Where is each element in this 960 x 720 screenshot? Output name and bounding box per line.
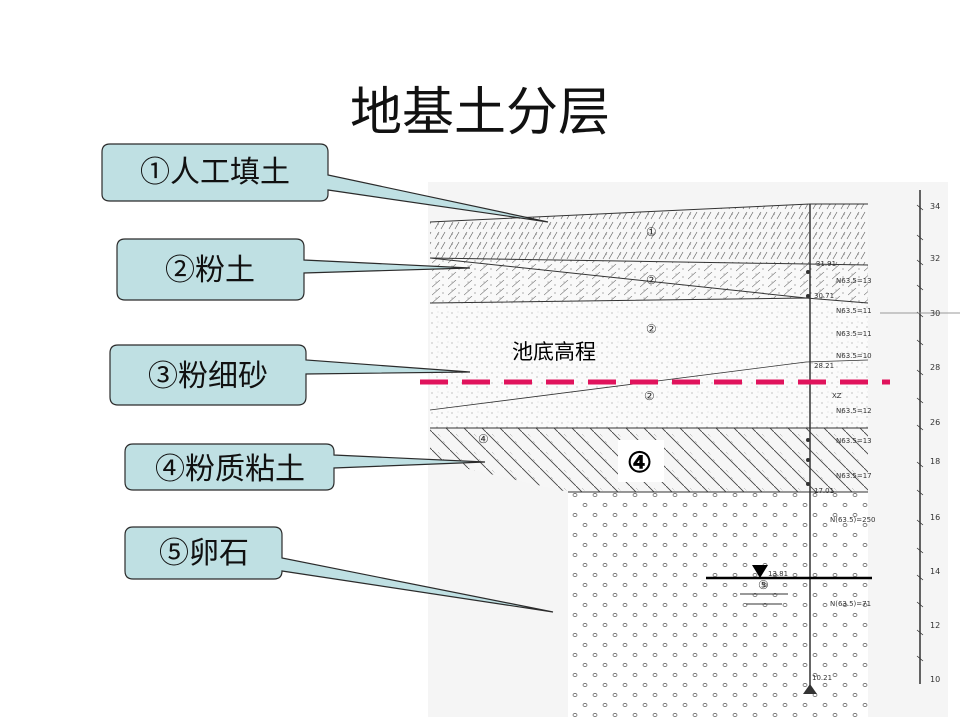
layer-marker: ①: [646, 225, 657, 239]
callout-3: ③粉细砂: [109, 344, 471, 406]
scale-tick-label: 34: [930, 202, 940, 211]
scale-tick-label: 26: [930, 418, 940, 427]
layer-marker: ④: [478, 432, 489, 446]
layer-marker: ②: [646, 322, 657, 336]
scale-ticks-marks: [916, 204, 924, 662]
spt-label: N63.5=13: [836, 277, 872, 285]
scale-tick-label: 14: [930, 567, 940, 576]
elev-label: 28.21: [814, 362, 834, 370]
spt-label: N(63.5)=71: [830, 600, 871, 608]
elev-label: 17.01: [814, 487, 834, 495]
callout-4: ④粉质粘土: [124, 443, 486, 491]
scale-tick-label: 32: [930, 254, 940, 263]
layer-marker: ②: [644, 389, 655, 403]
spt-label: N63.5=11: [836, 330, 872, 338]
callout-2: ②粉土: [116, 238, 471, 301]
pool-bottom-label: 池底高程: [512, 340, 596, 364]
spt-label: N63.5=12: [836, 407, 872, 415]
spt-label: N63.5=11: [836, 307, 872, 315]
layer-4-marker: ④: [627, 446, 652, 479]
callout-4-label: ④粉质粘土: [155, 452, 305, 487]
callout-5-label: ⑤卵石: [159, 536, 249, 571]
scale-tick-label: 16: [930, 513, 940, 522]
callout-3-label: ③粉细砂: [148, 359, 268, 394]
layer-marker: ②: [646, 273, 657, 287]
spt-label: XZ: [832, 392, 842, 400]
layer-fine-sand: [430, 298, 868, 428]
borehole-base-icon: [803, 684, 817, 694]
layer-4-label-box: [618, 440, 664, 482]
callout-2-label: ②粉土: [165, 253, 255, 288]
callout-1: ①人工填土: [101, 143, 549, 223]
elev-label: 13.81: [768, 570, 788, 578]
spt-label: N(63.5)=250: [830, 516, 876, 524]
layer-marker: ⑤: [758, 578, 769, 592]
scale-tick-label: 28: [930, 363, 940, 372]
spt-label: N63.5=13: [836, 437, 872, 445]
layer-boundaries: [429, 203, 869, 493]
callout-5: ⑤卵石: [124, 526, 554, 613]
spt-label: N63.5=17: [836, 472, 872, 480]
scale-tick-label: 12: [930, 621, 940, 630]
layer-fill: [430, 204, 868, 265]
scale-tick-label: 10: [930, 675, 940, 684]
elev-label: 31.91: [816, 260, 836, 268]
scale-tick-label: 30: [930, 309, 940, 318]
slide-title: 地基土分层: [349, 83, 610, 143]
borehole-points: [806, 270, 810, 486]
spt-label: N63.5=10: [836, 352, 872, 360]
elev-label: 30.71: [814, 292, 834, 300]
layer-gravel: [568, 492, 868, 717]
scale-tick-label: 18: [930, 457, 940, 466]
callout-1-label: ①人工填土: [140, 155, 290, 190]
elev-label: 10.21: [812, 674, 832, 682]
water-level-icon: [752, 565, 768, 578]
